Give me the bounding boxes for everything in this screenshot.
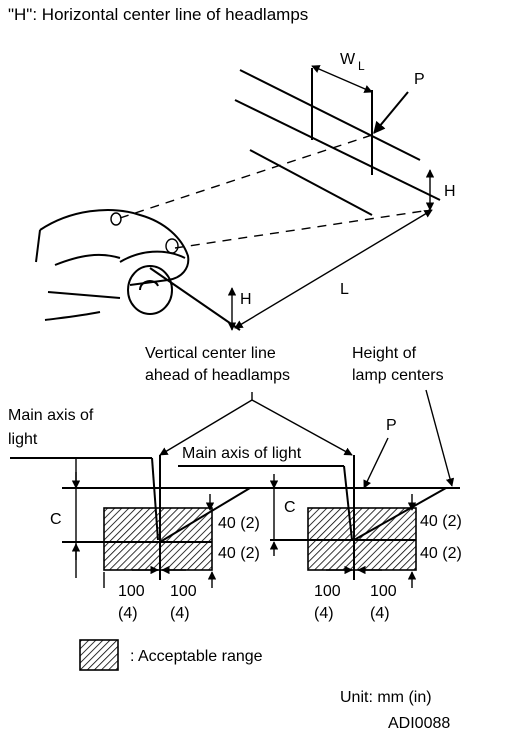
p-label-bottom: P — [386, 417, 397, 434]
unit-label: Unit: mm (in) — [340, 689, 432, 706]
wl-sub-label: L — [358, 59, 365, 73]
vertical-center-line-label-1: Vertical center line — [145, 345, 276, 362]
legend-hatch-swatch — [79, 639, 119, 671]
main-axis-right-drop — [343, 465, 353, 541]
left-lower-dim: 40 (2) — [218, 545, 260, 562]
headlamp-left-icon — [110, 212, 122, 226]
right-width-b: 100 — [370, 583, 397, 600]
caption: "H": Horizontal center line of headlamps — [8, 5, 308, 24]
hlc-pointer — [425, 389, 455, 487]
figure-code: ADI0088 — [388, 715, 450, 732]
screen-h-line — [234, 99, 441, 201]
p-label-top: P — [414, 71, 425, 88]
vc-pointer-right — [251, 399, 353, 456]
right-upper-dim: 40 (2) — [420, 513, 462, 530]
height-lamp-centers-label-1: Height of — [352, 345, 417, 362]
headlamp-right-icon — [165, 238, 179, 254]
wl-label: W — [340, 51, 356, 68]
height-lamp-centers-label-2: lamp centers — [352, 367, 444, 384]
perspective-view: W L P H L H — [35, 51, 456, 331]
right-width-a-in: (4) — [314, 605, 334, 622]
left-width-a-in: (4) — [118, 605, 138, 622]
c-label-right: C — [284, 499, 296, 516]
main-axis-left-label-2: light — [8, 431, 38, 448]
car-front-illustration — [35, 209, 190, 321]
main-axis-left-drop — [151, 457, 159, 541]
l-dimension-line — [234, 209, 433, 329]
main-axis-right-label: Main axis of light — [182, 445, 302, 462]
right-width-a: 100 — [314, 583, 341, 600]
wheel-icon — [127, 265, 173, 315]
ground-line — [149, 267, 241, 331]
h-label-right: H — [444, 183, 456, 200]
left-aiming-pattern: C 40 (2) 40 (2) 100 (4) 100 (4) — [10, 455, 260, 622]
legend-acceptable-range: : Acceptable range — [130, 648, 263, 665]
p-pointer-top — [373, 91, 409, 134]
c-label-left: C — [50, 511, 62, 528]
main-axis-left-label-1: Main axis of — [8, 407, 94, 424]
right-lower-dim: 40 (2) — [420, 545, 462, 562]
left-width-a: 100 — [118, 583, 145, 600]
left-cutoff-line — [159, 487, 251, 543]
left-width-b: 100 — [170, 583, 197, 600]
p-pointer-bottom — [363, 437, 389, 489]
vc-pointer-left — [159, 399, 253, 456]
right-aiming-pattern: C 40 (2) 40 (2) 100 (4) 100 (4) — [178, 455, 462, 622]
left-width-b-in: (4) — [170, 605, 190, 622]
right-width-b-in: (4) — [370, 605, 390, 622]
wl-dimension-arrow — [311, 65, 373, 93]
beam-lower — [174, 209, 431, 249]
vertical-center-line-label-2: ahead of headlamps — [145, 367, 290, 384]
screen-top-line — [239, 69, 421, 161]
screen-lower-line — [249, 149, 373, 216]
h-label-left: H — [240, 291, 252, 308]
beam-upper — [119, 134, 373, 219]
l-label: L — [340, 281, 349, 298]
right-cutoff-line — [353, 487, 447, 541]
left-upper-dim: 40 (2) — [218, 515, 260, 532]
